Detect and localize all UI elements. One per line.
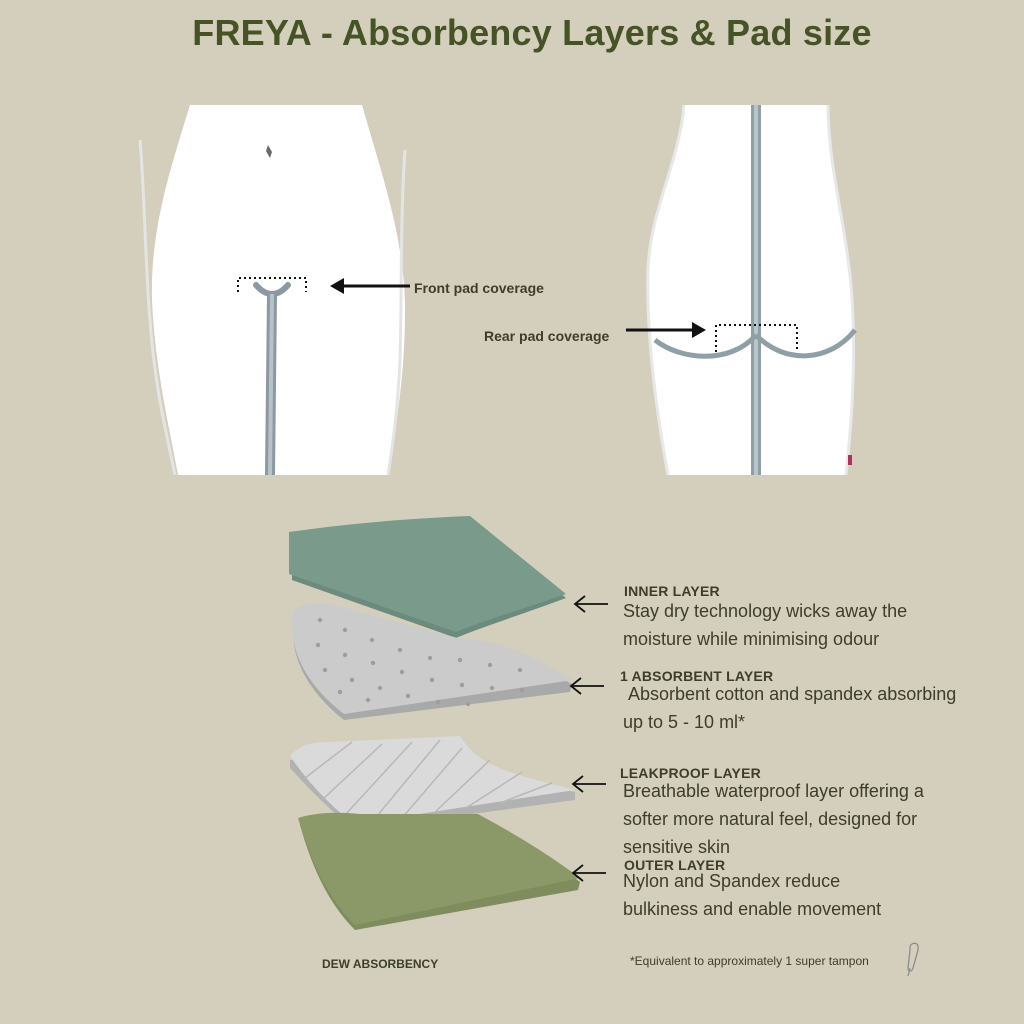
page-title: FREYA - Absorbency Layers & Pad size: [192, 12, 872, 53]
rear-coverage-arrow: [626, 322, 706, 338]
outer-layer-description: Nylon and Spandex reduce bulkiness and e…: [623, 871, 882, 919]
inner-layer-illustration: [289, 516, 566, 638]
leakproof-layer-description: Breathable waterproof layer offering a s…: [623, 781, 924, 857]
tampon-icon: [907, 942, 919, 977]
front-pad-coverage-label: Front pad coverage: [414, 280, 544, 296]
layer-arrow-inner: [573, 595, 608, 613]
brand-footer: DEW ABSORBENCY: [322, 957, 439, 971]
layer-arrow-absorbent: [569, 677, 604, 695]
front-body-illustration: [138, 105, 410, 476]
absorbent-layer-title: 1 ABSORBENT LAYER: [620, 668, 774, 684]
layer-arrow-leakproof: [571, 775, 606, 793]
layer-arrow-outer: [571, 864, 606, 882]
outer-layer-illustration: [298, 812, 580, 930]
rear-body-illustration: [640, 104, 857, 476]
front-coverage-arrow: [330, 278, 410, 294]
absorbent-layer-description: Absorbent cotton and spandex absorbing u…: [623, 684, 962, 732]
footnote: *Equivalent to approximately 1 super tam…: [630, 954, 869, 968]
rear-pad-coverage-label: Rear pad coverage: [484, 328, 610, 344]
inner-layer-description: Stay dry technology wicks away the moist…: [623, 601, 908, 649]
absorbent-layer-illustration: [291, 603, 573, 720]
leakproof-layer-title: LEAKPROOF LAYER: [620, 765, 761, 781]
inner-layer-title: INNER LAYER: [624, 583, 720, 599]
leakproof-layer-illustration: [290, 736, 575, 830]
outer-layer-title: OUTER LAYER: [624, 857, 726, 873]
